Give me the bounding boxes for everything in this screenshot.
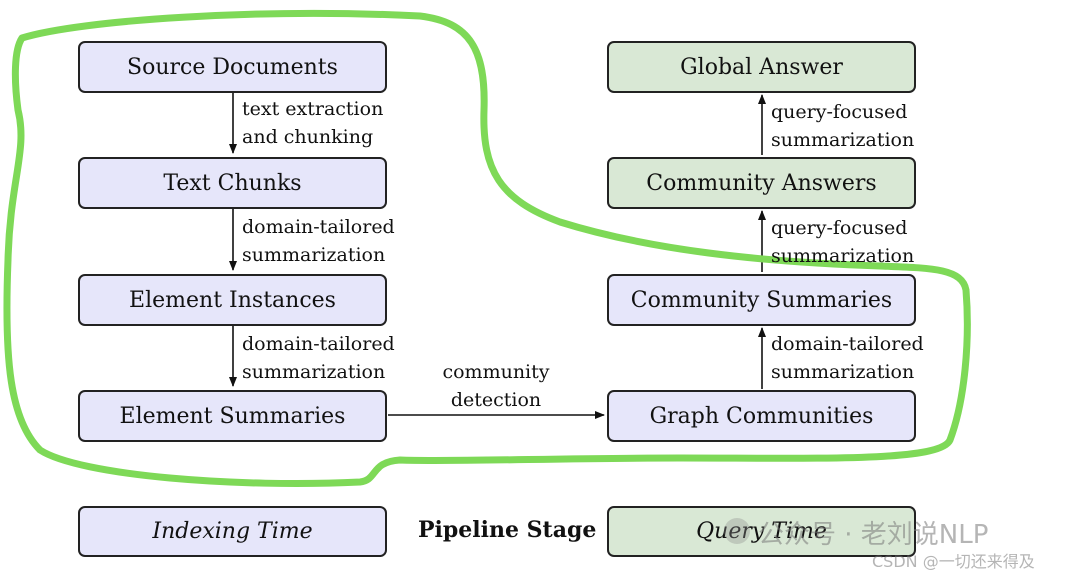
node-source-documents: Source Documents [78,41,387,93]
highlight-outline [3,9,971,488]
node-global-answer: Global Answer [607,41,916,93]
node-element-instances: Element Instances [78,274,387,326]
node-graph-communities: Graph Communities [607,390,916,442]
node-element-summaries: Element Summaries [78,390,387,442]
legend-indexing-time: Indexing Time [78,506,387,557]
watermark-wechat: 公众号 · 老刘说NLP [758,520,989,550]
watermark-csdn: CSDN @一切还来得及 [872,552,1035,571]
legend-query-time: Query Time [607,506,916,557]
wechat-logo-icon [724,518,750,544]
legend-pipeline-stage: Pipeline Stage [418,517,597,543]
node-community-answers: Community Answers [607,157,916,209]
edge-label-text-extraction: text extraction and chunking [242,98,384,148]
edge-label-domain-tailored-1: domain-tailored summarization [242,216,395,266]
node-community-summaries: Community Summaries [607,274,916,326]
edge-label-domain-tailored-3: domain-tailored summarization [771,333,924,383]
edge-label-domain-tailored-2: domain-tailored summarization [242,333,395,383]
edge-label-query-focused-2: query-focused summarization [771,101,915,151]
edge-label-query-focused-1: query-focused summarization [771,217,915,267]
edge-label-community-detection: community detection [442,361,550,411]
node-text-chunks: Text Chunks [78,157,387,209]
